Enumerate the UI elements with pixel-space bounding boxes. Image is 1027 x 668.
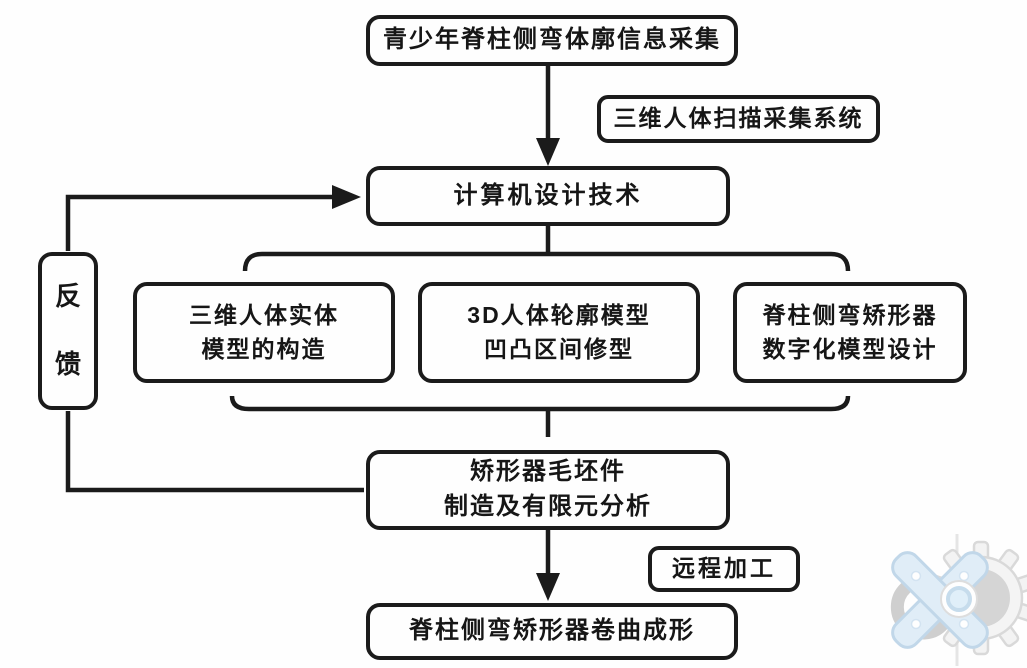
node-contour-model: 3D人体轮廓模型 凹凸区间修型	[418, 282, 700, 383]
node-scan-system: 三维人体扫描采集系统	[597, 95, 880, 143]
node-capture: 青少年脊柱侧弯体廓信息采集	[366, 15, 738, 66]
arrowhead-right-design	[332, 185, 361, 209]
node-solid-model-label: 三维人体实体 模型的构造	[189, 302, 339, 362]
logo-watermark	[890, 534, 1027, 666]
node-scan-system-label: 三维人体扫描采集系统	[613, 105, 864, 132]
lower-bracket	[229, 395, 851, 412]
node-manufacture-label: 矫形器毛坯件 制造及有限元分析	[444, 458, 652, 520]
arrowhead-down-forming	[536, 573, 560, 601]
logo-center-ring	[940, 580, 978, 618]
node-contour-model-label: 3D人体轮廓模型 凹凸区间修型	[467, 302, 651, 362]
node-feedback-label: 反 馈	[54, 281, 81, 379]
node-feedback: 反 馈	[38, 252, 98, 410]
node-manufacture: 矫形器毛坯件 制造及有限元分析	[366, 450, 730, 530]
node-remote-processing-label: 远程加工	[672, 555, 776, 582]
edge-feedback-design	[65, 194, 334, 251]
edge-manufacture-feedback	[65, 411, 364, 493]
node-forming-label: 脊柱侧弯矫形器卷曲成形	[409, 617, 695, 645]
node-remote-processing: 远程加工	[648, 546, 800, 592]
node-solid-model: 三维人体实体 模型的构造	[133, 282, 395, 383]
arrowhead-down-design	[536, 138, 560, 166]
node-computer-design: 计算机设计技术	[366, 166, 730, 226]
node-computer-design-label: 计算机设计技术	[453, 181, 643, 209]
node-capture-label: 青少年脊柱侧弯体廓信息采集	[383, 26, 721, 54]
node-orthosis-model: 脊柱侧弯矫形器 数字化模型设计	[733, 282, 967, 383]
node-orthosis-model-label: 脊柱侧弯矫形器 数字化模型设计	[762, 302, 938, 362]
node-forming: 脊柱侧弯矫形器卷曲成形	[366, 603, 738, 660]
upper-bracket	[242, 251, 851, 272]
cross-tool-dots	[910, 570, 970, 630]
